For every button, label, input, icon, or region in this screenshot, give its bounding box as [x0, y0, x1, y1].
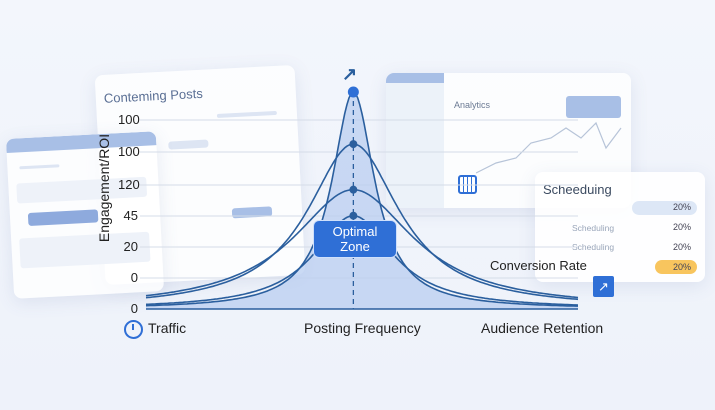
- scheduling-panel: Scheeduing 20% Scheduling 20% Scheduling…: [535, 172, 705, 282]
- y-tick-label: 45: [123, 208, 138, 223]
- peak-point: [349, 185, 358, 194]
- y-tick-label: 100: [118, 112, 140, 127]
- y-tick-label: 20: [123, 239, 138, 254]
- series-line-curve-2: [145, 143, 579, 301]
- scheduling-title: Scheeduing: [543, 182, 612, 197]
- x-label-traffic: Traffic: [148, 320, 187, 336]
- scheduling-row-value: 20%: [672, 222, 691, 232]
- x-label-audience-retention: Audience Retention: [481, 320, 604, 336]
- x-label-posting-frequency: Posting Frequency: [304, 320, 421, 336]
- scheduling-row-value: 20%: [672, 202, 691, 212]
- series-line-curve-4: [146, 214, 579, 306]
- y-tick-label: 120: [118, 177, 140, 192]
- scheduling-row-value: 20%: [672, 262, 691, 272]
- conversion-rate-label: Conversion Rate: [490, 258, 587, 273]
- area-fill: [146, 92, 578, 309]
- y-tick-label: 0: [130, 301, 138, 316]
- scheduling-row-label: Scheduling: [572, 242, 615, 252]
- scheduling-row: [632, 201, 697, 215]
- conversion-badge: [655, 260, 697, 274]
- analytics-title: Analytics: [454, 100, 491, 110]
- scheduling-row-value: 20%: [672, 242, 691, 252]
- series-line-curve-3: [145, 188, 579, 299]
- trend-arrow-icon: ↗: [342, 64, 358, 84]
- peak-point: [349, 140, 358, 149]
- peak-point: [347, 86, 359, 98]
- scheduling-row-label: Scheduling: [572, 223, 615, 233]
- trend-up-icon: ↗: [593, 276, 614, 297]
- y-tick-label: 100: [118, 144, 140, 159]
- clock-icon: [124, 320, 143, 339]
- y-tick-label: 0: [130, 270, 138, 285]
- optimal-zone-label: Optimal Zone: [313, 220, 397, 258]
- peak-point: [349, 211, 358, 220]
- series-line-curve-1: [145, 91, 578, 307]
- y-axis-label: Engagement/ROI: [96, 133, 112, 243]
